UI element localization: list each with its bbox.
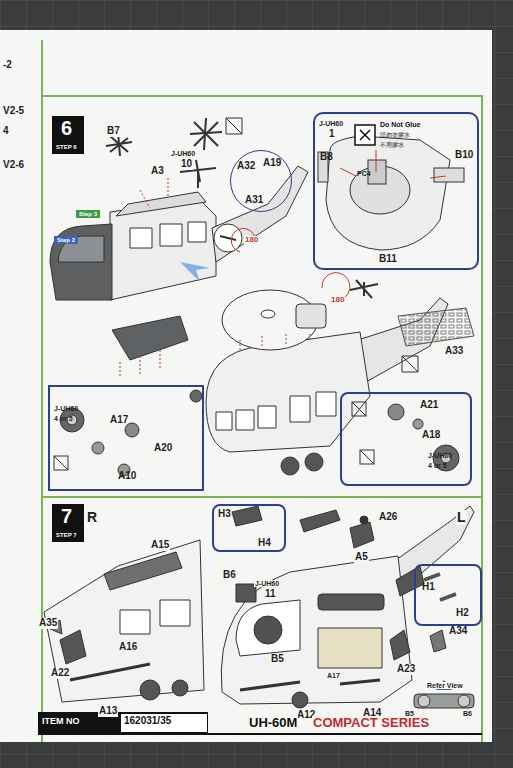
callout-label: A13 bbox=[98, 706, 118, 717]
callout-label: V2-6 bbox=[2, 160, 25, 171]
callout-label: A23 bbox=[396, 664, 416, 675]
callout-label: A3 bbox=[150, 166, 165, 177]
callout-label: 11 bbox=[264, 589, 277, 600]
part-label: A17 bbox=[110, 415, 128, 426]
callout-label: A17 bbox=[326, 672, 341, 679]
callout-label: R bbox=[86, 510, 98, 525]
callout-label: V2-5 bbox=[2, 106, 25, 117]
part-label: Do Not Glue bbox=[380, 121, 420, 128]
part-label: H3 bbox=[218, 509, 231, 520]
callout-label: COMPACT SERIES bbox=[312, 716, 430, 730]
callout-label: B6 bbox=[222, 570, 237, 581]
callout-label: Step 3 bbox=[76, 210, 100, 218]
callout-label: B5 bbox=[270, 654, 285, 665]
inset-box: 6STEP 6 bbox=[52, 116, 84, 154]
callout-label: A16 bbox=[118, 642, 138, 653]
part-label: J-UH60 bbox=[54, 405, 78, 412]
part-label: B11 bbox=[379, 254, 397, 265]
callout-label: A22 bbox=[50, 668, 70, 679]
callout-label: A34 bbox=[448, 626, 468, 637]
callout-label: 4 bbox=[2, 126, 10, 137]
part-label: PC4 bbox=[357, 170, 371, 177]
callout-label: -2 bbox=[2, 60, 13, 71]
inset-box: H1H2 bbox=[414, 564, 482, 626]
inset-box: Do Not Glue 請勿塗膠水不用膠水 bbox=[354, 120, 466, 156]
callout-label: J-UH60 bbox=[254, 580, 280, 587]
part-label: A21 bbox=[420, 400, 438, 411]
part-label: A18 bbox=[422, 430, 440, 441]
inset-box: H3H4 bbox=[212, 504, 286, 552]
callout-label: 180 bbox=[244, 236, 259, 244]
part-label: 請勿塗膠水 bbox=[380, 132, 410, 138]
part-label: 4 or 5 bbox=[54, 415, 73, 422]
callout-label: A5 bbox=[354, 552, 369, 563]
callout-label: Refer View bbox=[426, 682, 464, 689]
part-label: J-UH60 bbox=[319, 120, 343, 127]
part-label: H2 bbox=[456, 608, 469, 619]
inset-box: J-UH60 4 or 5 A17A20A10 bbox=[48, 385, 204, 491]
inset-box: J-UH60 1B8PC4 B10B11 Do Not Glue 請勿塗膠水不用膠水 bbox=[313, 112, 479, 270]
callout-label: Step 2 bbox=[54, 236, 78, 244]
callout-label: A33 bbox=[444, 346, 464, 357]
callout-label: 180 bbox=[330, 296, 345, 304]
part-label: A32 bbox=[237, 161, 255, 172]
callout-label: UH-60M bbox=[248, 716, 298, 730]
part-label: H1 bbox=[422, 582, 435, 593]
step-badge-text: STEP 6 bbox=[56, 144, 77, 150]
part-label: B10 bbox=[455, 150, 473, 161]
part-label: A19 bbox=[263, 158, 281, 169]
part-label: A10 bbox=[118, 471, 136, 482]
part-label: A20 bbox=[154, 443, 172, 454]
part-label: H4 bbox=[258, 538, 271, 549]
inset-box: ITEM NO 162031/35 bbox=[38, 712, 208, 734]
part-label: J-UH60 bbox=[428, 452, 452, 459]
step-badge-text: 6 bbox=[61, 118, 72, 139]
inset-box: A21A18J-UH60 4 or 5 bbox=[340, 392, 472, 486]
callout-label: A26 bbox=[378, 512, 398, 523]
step-badge-text: STEP 7 bbox=[56, 532, 77, 538]
part-label: 162031/35 bbox=[124, 716, 171, 727]
part-label: ITEM NO bbox=[42, 717, 80, 726]
part-label: A31 bbox=[245, 195, 263, 206]
inset-box: 7STEP 7 bbox=[52, 504, 84, 542]
callout-label: L bbox=[456, 510, 467, 525]
callout-label: A15 bbox=[150, 540, 170, 551]
inset-box: A32 A19A31 bbox=[230, 150, 292, 212]
part-label: 4 or 5 bbox=[428, 462, 447, 469]
no-glue-icon bbox=[354, 124, 376, 146]
part-label: 1 bbox=[329, 129, 335, 140]
callout-label: A35 bbox=[38, 618, 58, 629]
callout-label: B6 bbox=[462, 710, 473, 717]
callout-label: J-UH60 bbox=[170, 150, 196, 157]
step-badge-text: 7 bbox=[61, 506, 72, 527]
part-label: 不用膠水 bbox=[380, 142, 404, 148]
callout-label: 10 bbox=[180, 159, 193, 170]
part-label: B8 bbox=[320, 152, 333, 163]
callout-label: B7 bbox=[106, 126, 121, 137]
